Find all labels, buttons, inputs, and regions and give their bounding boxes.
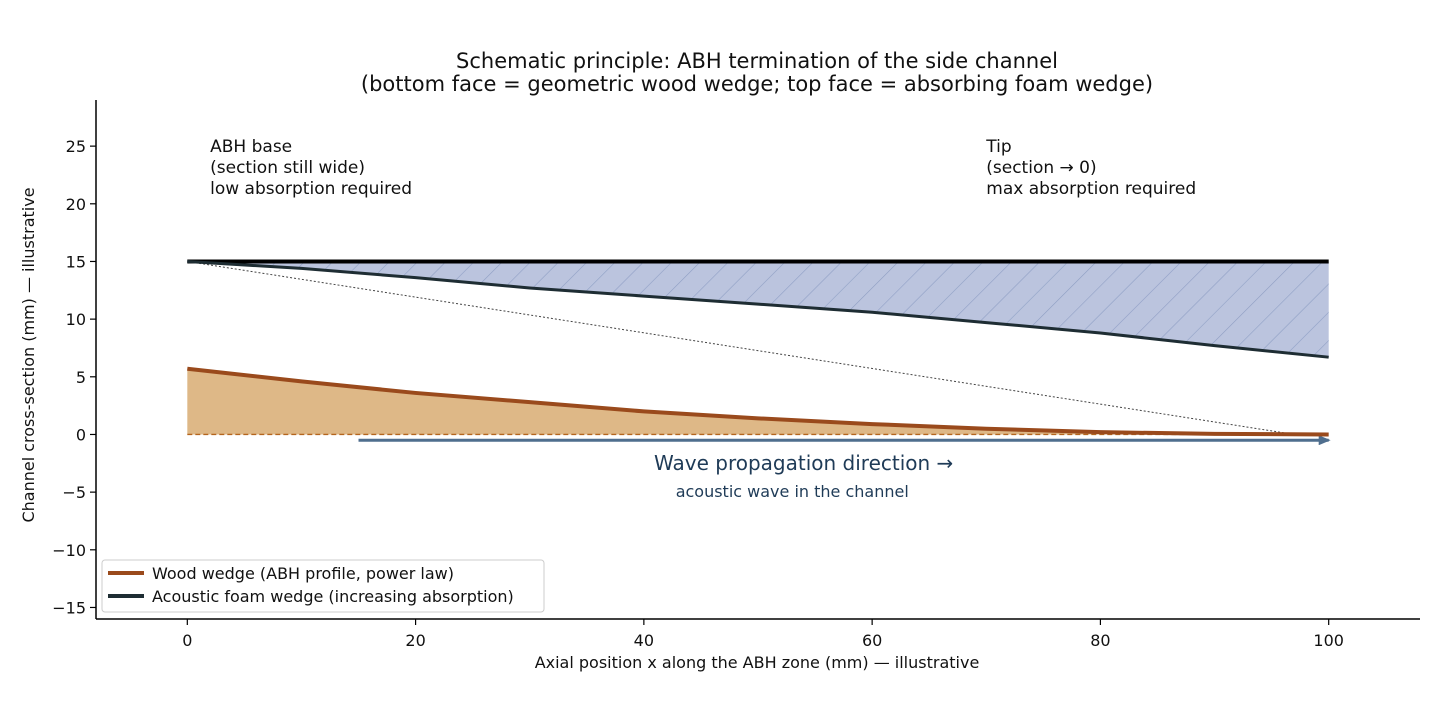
legend: Wood wedge (ABH profile, power law) Acou… bbox=[101, 559, 545, 613]
x-tick-label: 20 bbox=[405, 631, 425, 650]
foam-wedge-hatch bbox=[187, 261, 1329, 358]
annotation-tip-line: Tip bbox=[985, 137, 1011, 157]
y-tick-label: −10 bbox=[52, 541, 86, 560]
x-tick-label: 0 bbox=[182, 631, 192, 650]
annotation-base-line: ABH base bbox=[210, 137, 292, 157]
y-axis-label: Channel cross-section (mm) — illustrativ… bbox=[19, 187, 38, 522]
y-tick-label: 25 bbox=[66, 137, 86, 156]
legend-label-wood: Wood wedge (ABH profile, power law) bbox=[152, 564, 454, 583]
y-tick-label: 5 bbox=[76, 368, 86, 387]
wave-direction-sublabel: acoustic wave in the channel bbox=[676, 482, 909, 501]
dotted-reference-line bbox=[187, 260, 1295, 435]
y-tick-label: 15 bbox=[66, 252, 86, 271]
y-tick-label: 0 bbox=[76, 425, 86, 444]
wave-direction-label: Wave propagation direction → bbox=[654, 451, 953, 475]
y-tick-label: −15 bbox=[52, 598, 86, 617]
annotation-base-line: low absorption required bbox=[210, 179, 412, 199]
wood-wedge-fill bbox=[187, 368, 1329, 435]
legend-label-foam: Acoustic foam wedge (increasing absorpti… bbox=[152, 587, 514, 606]
x-tick-label: 100 bbox=[1313, 631, 1344, 650]
legend-frame bbox=[101, 559, 545, 613]
y-tick-label: 10 bbox=[66, 310, 86, 329]
x-tick-label: 60 bbox=[862, 631, 882, 650]
annotation-tip-line: (section → 0) bbox=[986, 158, 1096, 178]
chart-subtitle: (bottom face = geometric wood wedge; top… bbox=[361, 72, 1153, 96]
x-axis-label: Axial position x along the ABH zone (mm)… bbox=[535, 653, 980, 672]
foam-wedge-line bbox=[187, 259, 1329, 359]
chart-title: Schematic principle: ABH termination of … bbox=[456, 49, 1058, 73]
y-tick-label: 20 bbox=[66, 195, 86, 214]
annotation-base-line: (section still wide) bbox=[210, 158, 365, 178]
x-tick-label: 80 bbox=[1090, 631, 1110, 650]
x-tick-label: 40 bbox=[634, 631, 654, 650]
annotation-tip-line: max absorption required bbox=[986, 179, 1196, 199]
y-tick-label: −5 bbox=[62, 483, 86, 502]
wood-wedge-line bbox=[187, 366, 1329, 437]
